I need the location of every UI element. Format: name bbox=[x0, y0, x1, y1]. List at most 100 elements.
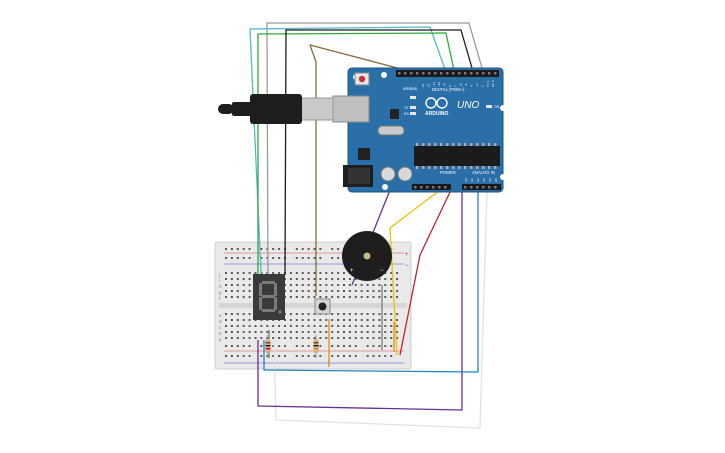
breadboard-hole bbox=[396, 313, 399, 315]
wire-cyan bbox=[249, 26, 448, 296]
uno-model-text: UNO bbox=[457, 100, 479, 111]
breadboard-hole bbox=[307, 313, 310, 315]
breadboard-hole bbox=[372, 284, 375, 286]
chip-leg bbox=[416, 143, 419, 146]
wire-brown bbox=[309, 44, 421, 296]
breadboard-hole bbox=[378, 313, 381, 315]
segment-d bbox=[262, 309, 275, 312]
breadboard-hole bbox=[230, 319, 233, 321]
rail-hole bbox=[272, 345, 275, 347]
breadboard-hole bbox=[301, 284, 304, 286]
usb-port bbox=[332, 95, 370, 123]
breadboard-hole bbox=[225, 278, 227, 280]
breadboard-hole bbox=[360, 290, 363, 292]
rail-hole bbox=[319, 355, 322, 357]
breadboard-hole bbox=[272, 272, 275, 274]
wire-purple-bottom bbox=[257, 78, 463, 411]
breadboard-hole bbox=[360, 319, 363, 321]
rail-hole bbox=[348, 345, 351, 347]
breadboard-hole bbox=[230, 337, 233, 339]
rail-hole bbox=[248, 345, 251, 347]
analog-header-hole bbox=[476, 186, 479, 189]
breadboard-hole bbox=[307, 296, 310, 298]
breadboard-hole bbox=[366, 290, 369, 292]
reset-button-cap[interactable] bbox=[358, 75, 366, 83]
rail-hole bbox=[331, 355, 334, 357]
digital-pin-label: 13 bbox=[421, 83, 425, 87]
breadboard-hole bbox=[331, 331, 334, 333]
digital-header-hole bbox=[494, 72, 497, 75]
row-letter-f: f bbox=[219, 296, 221, 301]
rail-hole bbox=[278, 345, 281, 347]
rail-hole bbox=[337, 345, 340, 347]
rail-hole bbox=[278, 248, 281, 250]
breadboard-hole bbox=[354, 331, 357, 333]
breadboard-hole bbox=[248, 337, 251, 339]
breadboard-hole bbox=[225, 272, 227, 274]
breadboard-hole bbox=[354, 278, 357, 280]
chip-leg bbox=[476, 166, 479, 169]
breadboard-hole bbox=[242, 296, 245, 298]
breadboard-hole bbox=[248, 296, 251, 298]
breadboard-hole bbox=[360, 284, 363, 286]
breadboard-hole bbox=[372, 296, 375, 298]
digital-header-hole bbox=[410, 72, 413, 75]
row-letter-j: j bbox=[218, 272, 220, 277]
push-button-cap[interactable] bbox=[318, 302, 327, 311]
breadboard-hole bbox=[289, 284, 292, 286]
analog-pin-label: A3 bbox=[482, 178, 486, 182]
rail-hole bbox=[319, 257, 322, 259]
breadboard-hole bbox=[313, 337, 316, 339]
breadboard-hole bbox=[331, 278, 334, 280]
digital-pin-label: ~3 bbox=[475, 83, 479, 87]
breadboard-hole bbox=[390, 325, 393, 327]
breadboard-hole bbox=[242, 313, 245, 315]
power-header bbox=[412, 184, 451, 190]
header-holes bbox=[398, 72, 497, 189]
chip-leg bbox=[428, 143, 431, 146]
aref-label: AREF bbox=[403, 87, 412, 91]
capacitor-2 bbox=[397, 166, 413, 182]
rail-hole bbox=[272, 355, 275, 357]
digital-header-hole bbox=[470, 72, 473, 75]
segment-g bbox=[262, 295, 275, 298]
row-letter-i: i bbox=[219, 278, 220, 283]
breadboard-hole bbox=[331, 337, 334, 339]
rail-minus-label: − bbox=[405, 263, 409, 269]
digital-pwm-label: DIGITAL (PWM~) bbox=[432, 87, 465, 92]
digital-header-hole bbox=[464, 72, 467, 75]
breadboard-hole bbox=[313, 278, 316, 280]
breadboard-hole bbox=[337, 331, 340, 333]
segment-c bbox=[274, 297, 277, 310]
usb-plug-body bbox=[250, 94, 302, 124]
breadboard-hole bbox=[337, 313, 340, 315]
breadboard-hole bbox=[289, 296, 292, 298]
breadboard-hole bbox=[378, 337, 381, 339]
analog-in-label: ANALOG IN bbox=[472, 170, 495, 175]
piezo-buzzer: + − bbox=[342, 231, 392, 281]
rail-hole bbox=[225, 248, 227, 250]
power-header-hole bbox=[426, 186, 429, 189]
row-letter-h: h bbox=[219, 284, 222, 289]
breadboard-hole bbox=[301, 278, 304, 280]
rail-hole bbox=[366, 355, 369, 357]
breadboard-hole bbox=[396, 296, 399, 298]
breadboard-hole bbox=[266, 331, 269, 333]
breadboard-hole bbox=[343, 313, 345, 315]
rail-hole bbox=[319, 248, 322, 250]
breadboard-hole bbox=[289, 331, 292, 333]
breadboard-hole bbox=[337, 296, 340, 298]
breadboard-hole bbox=[360, 337, 363, 339]
power-label: POWER bbox=[440, 170, 456, 175]
breadboard-hole bbox=[354, 284, 357, 286]
breadboard-hole bbox=[337, 272, 340, 274]
breadboard-hole bbox=[319, 319, 322, 321]
breadboard-hole bbox=[343, 296, 345, 298]
breadboard-hole bbox=[325, 284, 328, 286]
rx-led bbox=[410, 112, 416, 115]
analog-header-hole bbox=[464, 186, 467, 189]
breadboard-hole bbox=[248, 319, 251, 321]
breadboard-hole bbox=[384, 331, 387, 333]
breadboard-hole bbox=[260, 325, 263, 327]
rail-hole bbox=[295, 248, 298, 250]
